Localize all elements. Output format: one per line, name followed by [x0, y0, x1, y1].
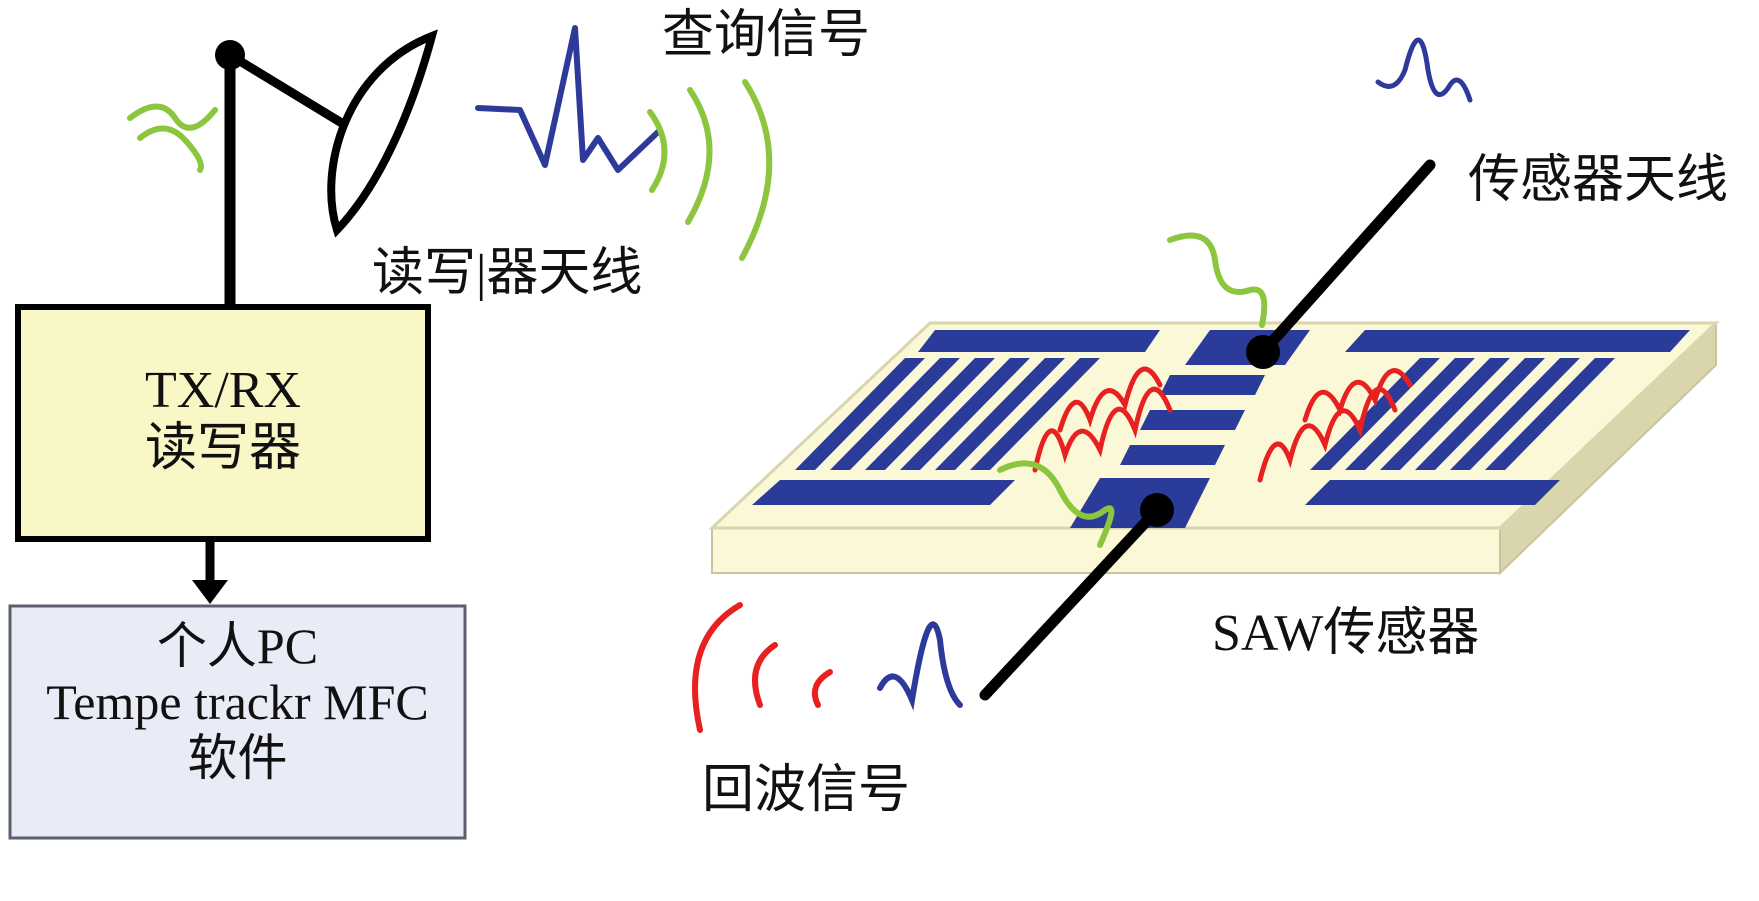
left-idt-finger: [795, 358, 925, 470]
echo-arc: [812, 669, 833, 708]
acoustic-wave-right: [1302, 368, 1413, 423]
acoustic-wave-right: [1257, 386, 1398, 483]
center-meander: [1120, 445, 1225, 465]
reader-antenna-label: 读写|器天线: [372, 245, 643, 302]
center-meander: [1160, 375, 1265, 395]
saw-sensor: [708, 159, 1720, 701]
pc-box-line3: 软件: [187, 730, 288, 786]
query-signal-waveform: [475, 25, 661, 173]
sensor-green-wave-top: [1167, 232, 1268, 328]
query-signal-label: 查询信号: [662, 7, 871, 64]
sensor-antenna-node: [1246, 335, 1280, 369]
sensor-antenna-node: [1140, 493, 1174, 527]
reader-green-wave: [127, 103, 218, 173]
center-meander: [1140, 410, 1245, 430]
pc-box-text: 个人PC Tempe trackr MFC 软件: [10, 618, 465, 786]
right-idt-finger: [1310, 358, 1440, 470]
propagation-arc: [685, 87, 713, 225]
antenna-pivot: [215, 40, 245, 70]
left-idt-finger: [900, 358, 1030, 470]
right-idt-top-bar: [1345, 330, 1690, 352]
pc-box: [8, 604, 467, 840]
saw-sensor-label: SAW传感器: [1212, 605, 1480, 662]
right-idt-finger: [1450, 358, 1580, 470]
antenna-dish: [327, 29, 438, 238]
left-idt-finger: [830, 358, 960, 470]
sensor-green-wave-bottom: [997, 460, 1115, 548]
propagation-arc: [647, 109, 668, 193]
left-idt-finger: [865, 358, 995, 470]
sensor-antenna-rod-bottom: [979, 504, 1163, 701]
sensor-incoming-waveform: [1375, 37, 1473, 103]
sensor-antenna-label: 传感器天线: [1468, 152, 1729, 209]
reader-box-text: TX/RX 读写器: [18, 362, 428, 478]
pc-box-line1: 个人PC: [156, 618, 319, 674]
antenna-arm: [227, 51, 348, 129]
right-idt-finger: [1380, 358, 1510, 470]
left-idt-bottom-bar: [752, 480, 1015, 505]
acoustic-wave-left: [1032, 386, 1173, 473]
echo-propagation-arcs: [692, 602, 833, 733]
reader-box: [15, 304, 431, 542]
right-idt-bottom-bar: [1305, 480, 1560, 505]
propagation-arc: [739, 79, 773, 261]
right-idt-finger: [1345, 358, 1475, 470]
right-idt-finger: [1485, 358, 1615, 470]
arrow-head: [192, 580, 228, 604]
left-idt-top-bar: [918, 330, 1160, 352]
reader-antenna: [127, 29, 438, 312]
left-idt-finger: [935, 358, 1065, 470]
pc-box-line2: Tempe trackr MFC: [46, 674, 429, 730]
left-idt-finger: [970, 358, 1100, 470]
surface-acoustic-waves: [1032, 366, 1413, 483]
echo-arc: [692, 602, 743, 733]
right-idt-finger: [1415, 358, 1545, 470]
reader-box-line1: TX/RX: [145, 362, 301, 419]
center-pad-bottom: [1070, 478, 1210, 528]
echo-signal-waveform: [877, 621, 963, 711]
query-propagation-arcs: [647, 79, 773, 261]
sensor-antenna-rod-top: [1257, 159, 1436, 358]
echo-signal-label: 回波信号: [702, 762, 911, 819]
acoustic-wave-left: [1057, 366, 1163, 433]
echo-arc: [752, 642, 778, 708]
reader-box-line2: 读写器: [144, 420, 301, 478]
